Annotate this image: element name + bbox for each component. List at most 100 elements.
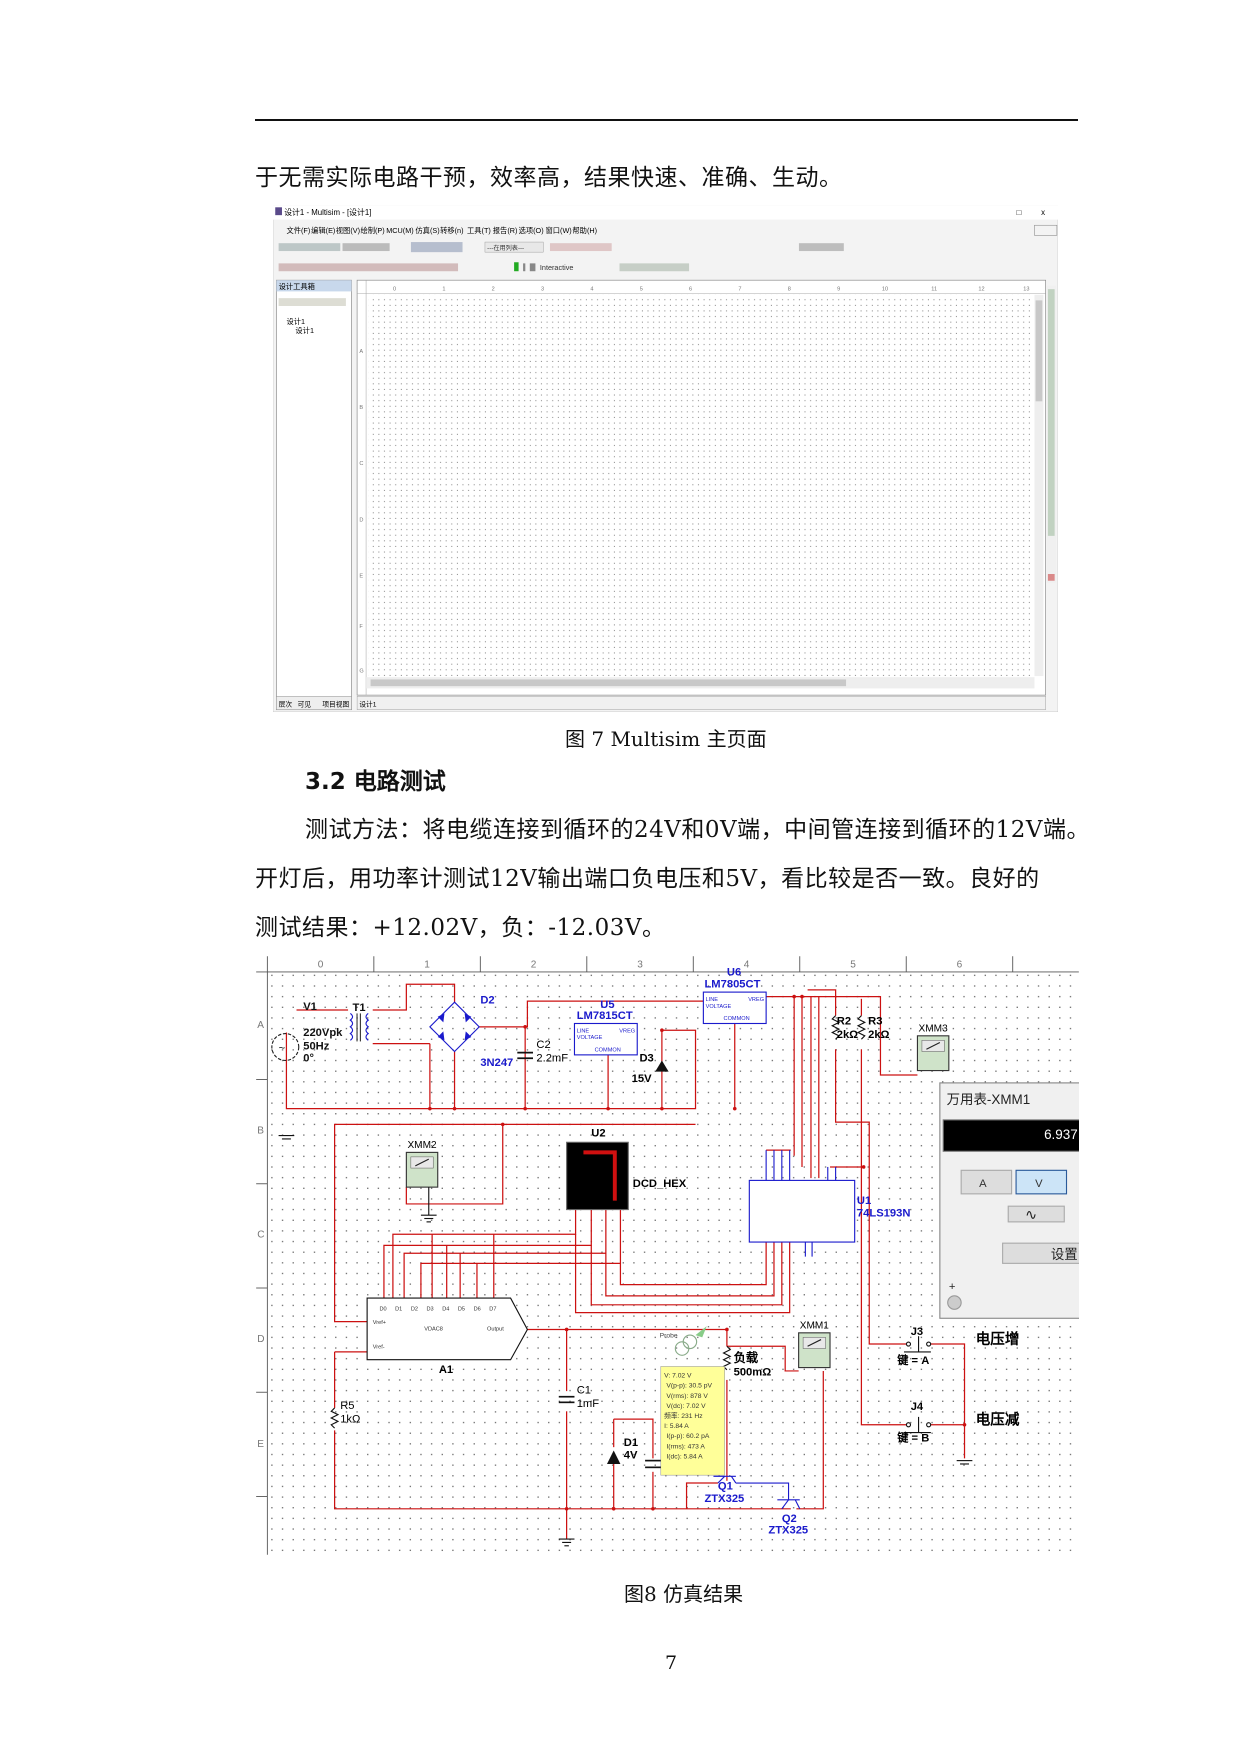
toolbox-title: 设计工具箱 bbox=[279, 282, 315, 291]
svg-text:I(dc): 5.84 A: I(dc): 5.84 A bbox=[666, 1453, 703, 1460]
svg-text:5: 5 bbox=[640, 286, 643, 292]
pause-icon[interactable] bbox=[523, 263, 526, 272]
v1-label: V1 bbox=[303, 1001, 317, 1013]
tree-item-design[interactable]: 设计1 bbox=[286, 317, 305, 326]
vertical-scrollbar[interactable] bbox=[1034, 294, 1044, 677]
d2-bridge-rectifier[interactable] bbox=[429, 1001, 480, 1053]
voltage-decrease-label: 电压减 bbox=[976, 1411, 1020, 1429]
xmm2-multimeter[interactable] bbox=[405, 1151, 439, 1216]
u6-model: LM7805CT bbox=[704, 979, 760, 991]
v1-ac-source[interactable]: ~ bbox=[271, 1033, 300, 1062]
svg-text:D5: D5 bbox=[458, 1306, 465, 1312]
r3-value: 2kΩ bbox=[868, 1029, 889, 1041]
close-button[interactable]: x bbox=[1041, 208, 1045, 217]
q1-transistor[interactable] bbox=[713, 1475, 737, 1484]
paragraph-line-3: 测试结果：+12.02V，负：-12.03V。 bbox=[255, 915, 666, 941]
in-use-list-value: ---在用列表--- bbox=[487, 244, 524, 252]
menu-window[interactable]: 窗口(W) bbox=[546, 226, 572, 235]
menu-edit[interactable]: 编辑(E) bbox=[311, 226, 335, 235]
tab-design1[interactable]: 设计1 bbox=[359, 699, 376, 708]
in-use-list-dropdown[interactable] bbox=[484, 241, 544, 253]
d1-zener[interactable] bbox=[606, 1450, 621, 1464]
r2-label: R2 bbox=[837, 1016, 851, 1028]
svg-text:5: 5 bbox=[850, 959, 856, 970]
svg-text:设置: 设置 bbox=[1051, 1247, 1078, 1262]
menu-view[interactable]: 视图(V) bbox=[336, 226, 360, 235]
r2-value: 2kΩ bbox=[837, 1029, 858, 1041]
wire-junctions bbox=[428, 994, 967, 1511]
header-rule bbox=[255, 119, 1078, 121]
mdi-controls[interactable] bbox=[1034, 224, 1058, 236]
svg-text:0: 0 bbox=[318, 959, 324, 970]
horizontal-scroll-thumb[interactable] bbox=[370, 679, 847, 687]
c1-value: 1mF bbox=[577, 1398, 600, 1410]
menu-place[interactable]: 绘制(P) bbox=[360, 226, 384, 235]
r3-resistor[interactable] bbox=[856, 1015, 867, 1040]
menu-help[interactable]: 帮助(H) bbox=[572, 226, 597, 235]
a1-label: A1 bbox=[439, 1364, 453, 1376]
svg-text:12: 12 bbox=[978, 286, 984, 292]
tab-hierarchy[interactable]: 层次 bbox=[279, 699, 293, 708]
svg-text:V: 7.02 V: V: 7.02 V bbox=[664, 1373, 692, 1380]
c1-capacitor[interactable] bbox=[558, 1395, 575, 1404]
voltmeter-mode-button[interactable] bbox=[1015, 1169, 1068, 1195]
svg-text:I: 5.84 A: I: 5.84 A bbox=[664, 1423, 689, 1430]
q2-transistor[interactable] bbox=[735, 1482, 801, 1510]
menu-options[interactable]: 选项(O) bbox=[519, 226, 544, 235]
u2-model: DCD_HEX bbox=[633, 1178, 687, 1190]
u5-regulator[interactable] bbox=[573, 1022, 638, 1056]
svg-text:Vref-: Vref- bbox=[373, 1345, 385, 1351]
tab-visibility[interactable]: 可见 bbox=[298, 700, 312, 708]
menu-reports[interactable]: 报告(R) bbox=[493, 226, 518, 235]
svg-text:3: 3 bbox=[637, 959, 643, 970]
app-icon bbox=[275, 207, 282, 216]
j3-switch[interactable] bbox=[903, 1336, 932, 1353]
menu-mcu[interactable]: MCU(M) bbox=[386, 226, 413, 235]
u2-hex-display[interactable] bbox=[566, 1141, 629, 1211]
svg-text:6: 6 bbox=[957, 959, 963, 970]
r5-resistor[interactable] bbox=[330, 1407, 340, 1429]
d2-model: 3N247 bbox=[480, 1057, 513, 1069]
u5-label: U5 bbox=[600, 999, 614, 1011]
plus-terminal[interactable] bbox=[947, 1295, 962, 1310]
output-capacitor[interactable] bbox=[645, 1459, 661, 1469]
design-toolbox bbox=[276, 279, 352, 711]
j4-switch[interactable] bbox=[903, 1416, 932, 1434]
u1-counter[interactable] bbox=[748, 1179, 856, 1243]
load-label: 负载 bbox=[734, 1350, 759, 1365]
u6-regulator[interactable] bbox=[702, 991, 767, 1025]
load-resistor[interactable] bbox=[722, 1345, 732, 1371]
vertical-scroll-thumb[interactable] bbox=[1035, 300, 1043, 402]
tab-project-view[interactable]: 项目视图 bbox=[322, 699, 349, 708]
run-icon[interactable] bbox=[514, 262, 519, 272]
settings-button[interactable] bbox=[1002, 1242, 1079, 1264]
maximize-button[interactable]: □ bbox=[1017, 208, 1022, 217]
probe-icon[interactable] bbox=[674, 1326, 707, 1356]
interactive-label: Interactive bbox=[540, 263, 574, 272]
c2-capacitor[interactable] bbox=[517, 1051, 534, 1060]
menu-transfer[interactable]: 转移(n) bbox=[440, 226, 463, 235]
t1-transformer[interactable] bbox=[349, 1012, 370, 1042]
svg-text:D0: D0 bbox=[379, 1306, 386, 1312]
d3-zener[interactable] bbox=[655, 1060, 669, 1072]
tree-item-sheet[interactable]: 设计1 bbox=[295, 326, 314, 335]
menu-tools[interactable]: 工具(T) bbox=[467, 226, 491, 235]
xmm1-multimeter[interactable] bbox=[798, 1332, 831, 1369]
svg-text:G: G bbox=[359, 669, 363, 675]
a1-dac[interactable] bbox=[366, 1297, 529, 1361]
svg-text:7: 7 bbox=[738, 286, 741, 292]
r2-resistor[interactable] bbox=[831, 1015, 841, 1040]
multimeter-xmm1-window[interactable]: 万用表-XMM1 6.937 A V ∿ 设置 + bbox=[939, 1082, 1079, 1319]
menu-file[interactable]: 文件(F) bbox=[286, 226, 310, 235]
instrument-toolbar[interactable] bbox=[1046, 285, 1056, 583]
xmm3-multimeter[interactable] bbox=[916, 1035, 950, 1072]
svg-text:A: A bbox=[257, 1020, 264, 1031]
ac-mode-button[interactable] bbox=[1007, 1205, 1065, 1223]
ammeter-mode-button[interactable] bbox=[960, 1169, 1013, 1195]
v1-frequency: 50Hz bbox=[303, 1040, 330, 1052]
menu-simulate[interactable]: 仿真(S) bbox=[415, 226, 439, 235]
stop-icon[interactable] bbox=[529, 263, 536, 272]
u1-label: U1 bbox=[857, 1195, 871, 1207]
window-title: 设计1 - Multisim - [设计1] bbox=[284, 207, 371, 217]
j4-label: J4 bbox=[911, 1401, 924, 1413]
